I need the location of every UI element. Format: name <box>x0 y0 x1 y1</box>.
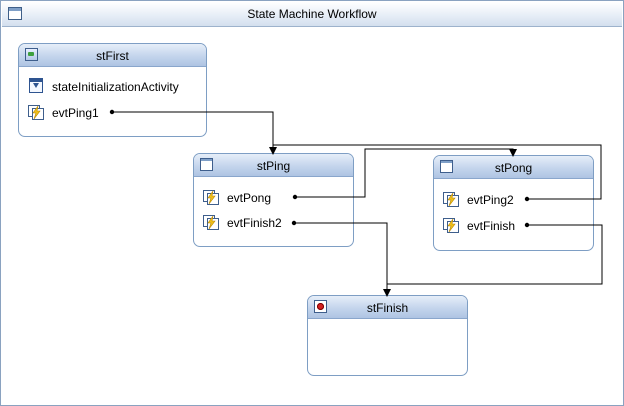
state-stping[interactable]: stPing evtPong evtFinish2 <box>193 153 354 247</box>
event-label: evtPong <box>227 191 272 205</box>
activity-label: stateInitializationActivity <box>52 80 179 94</box>
state-header[interactable]: stFinish <box>308 296 467 319</box>
workflow-title: State Machine Workflow <box>247 7 377 21</box>
state-header[interactable]: stFirst <box>19 44 206 67</box>
state-initialization-icon <box>29 78 43 93</box>
state-stfinish[interactable]: stFinish <box>307 295 468 376</box>
state-stfirst[interactable]: stFirst stateInitializationActivity evtP… <box>18 43 207 137</box>
event-evtpong[interactable]: evtPong <box>202 189 302 207</box>
transition-evtfinish-to-stfinish[interactable] <box>387 222 603 285</box>
transition-evtping2-to-stping[interactable] <box>273 144 602 202</box>
workflow-title-bar: State Machine Workflow <box>2 2 622 27</box>
state-header[interactable]: stPing <box>194 154 353 177</box>
state-name: stFirst <box>96 49 129 63</box>
event-evtping2[interactable]: evtPing2 <box>442 191 542 209</box>
state-stpong[interactable]: stPong evtPing2 evtFinish <box>433 155 594 251</box>
event-driven-icon <box>28 105 44 120</box>
event-evtfinish2[interactable]: evtFinish2 <box>202 214 302 232</box>
state-name: stPing <box>256 159 291 173</box>
workflow-icon <box>8 7 22 20</box>
state-name: stPong <box>494 161 533 175</box>
event-label: evtPing2 <box>467 193 514 207</box>
transition-evtpong-to-stpong[interactable] <box>292 148 517 200</box>
event-evtfinish[interactable]: evtFinish <box>442 217 542 235</box>
state-icon <box>200 158 213 171</box>
event-evtping1[interactable]: evtPing1 <box>27 104 127 122</box>
transition-evtping1-to-stping[interactable] <box>109 109 277 155</box>
state-icon <box>440 160 453 173</box>
transition-evtfinish2-to-stfinish[interactable] <box>291 220 391 297</box>
state-name: stFinish <box>366 301 409 315</box>
event-label: evtPing1 <box>52 106 99 120</box>
event-driven-icon <box>443 192 459 207</box>
event-label: evtFinish2 <box>227 216 282 230</box>
event-driven-icon <box>203 215 219 230</box>
event-label: evtFinish <box>467 219 516 233</box>
event-driven-icon <box>203 190 219 205</box>
state-header[interactable]: stPong <box>434 156 593 179</box>
event-driven-icon <box>443 218 459 233</box>
completed-state-icon <box>314 300 327 313</box>
activity-state-initialization[interactable]: stateInitializationActivity <box>27 78 197 96</box>
initial-state-icon <box>25 48 38 61</box>
